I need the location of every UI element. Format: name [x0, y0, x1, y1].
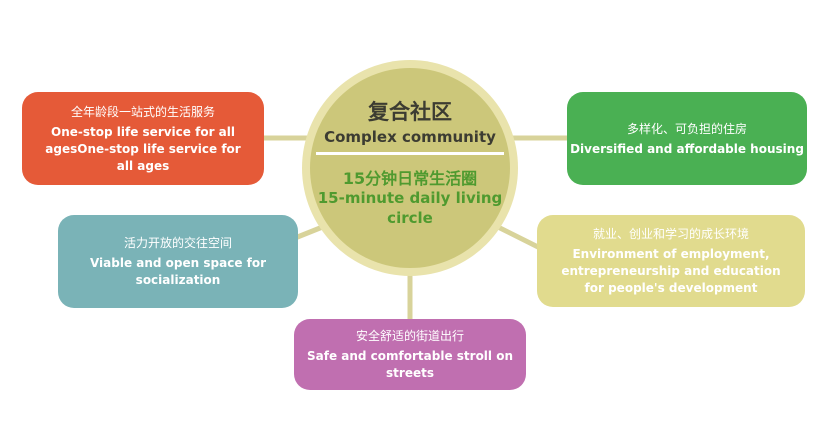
node-label-english: Safe and comfortable stroll on streets [306, 349, 513, 380]
node-affordable-housing: 多样化、可负担的住房 Diversified and affordable ho… [567, 92, 807, 185]
center-subtitle-english: 15-minute daily living circle [317, 189, 503, 227]
node-label-chinese: 全年龄段一站式的生活服务 [70, 104, 215, 119]
center-title-english: Complex community [324, 128, 496, 146]
center-subtitle-chinese: 15分钟日常生活圈 [342, 169, 478, 188]
center-title-chinese: 复合社区 [368, 100, 452, 124]
node-label-chinese: 就业、创业和学习的成长环境 [592, 227, 749, 241]
center-divider [316, 152, 504, 155]
node-employment-environment: 就业、创业和学习的成长环境 Environment of employment,… [537, 215, 805, 307]
node-safe-streets: 安全舒适的街道出行 Safe and comfortable stroll on… [294, 319, 526, 390]
node-label-english: Diversified and affordable housing [570, 141, 804, 156]
node-label-english: One-stop life service for all agesOne-st… [45, 124, 241, 173]
node-label-english: Environment of employment, entrepreneurs… [561, 247, 781, 295]
node-label-chinese: 活力开放的交往空间 [123, 236, 232, 250]
node-label-chinese: 安全舒适的街道出行 [355, 329, 464, 343]
center-circle: 复合社区 Complex community 15分钟日常生活圈 15-minu… [310, 68, 510, 268]
node-label-chinese: 多样化、可负担的住房 [626, 121, 747, 136]
node-open-space: 活力开放的交往空间 Viable and open space for soci… [58, 215, 298, 308]
node-label-english: Viable and open space for socialization [89, 256, 267, 287]
node-one-stop-life-service: 全年龄段一站式的生活服务 One-stop life service for a… [22, 92, 264, 185]
